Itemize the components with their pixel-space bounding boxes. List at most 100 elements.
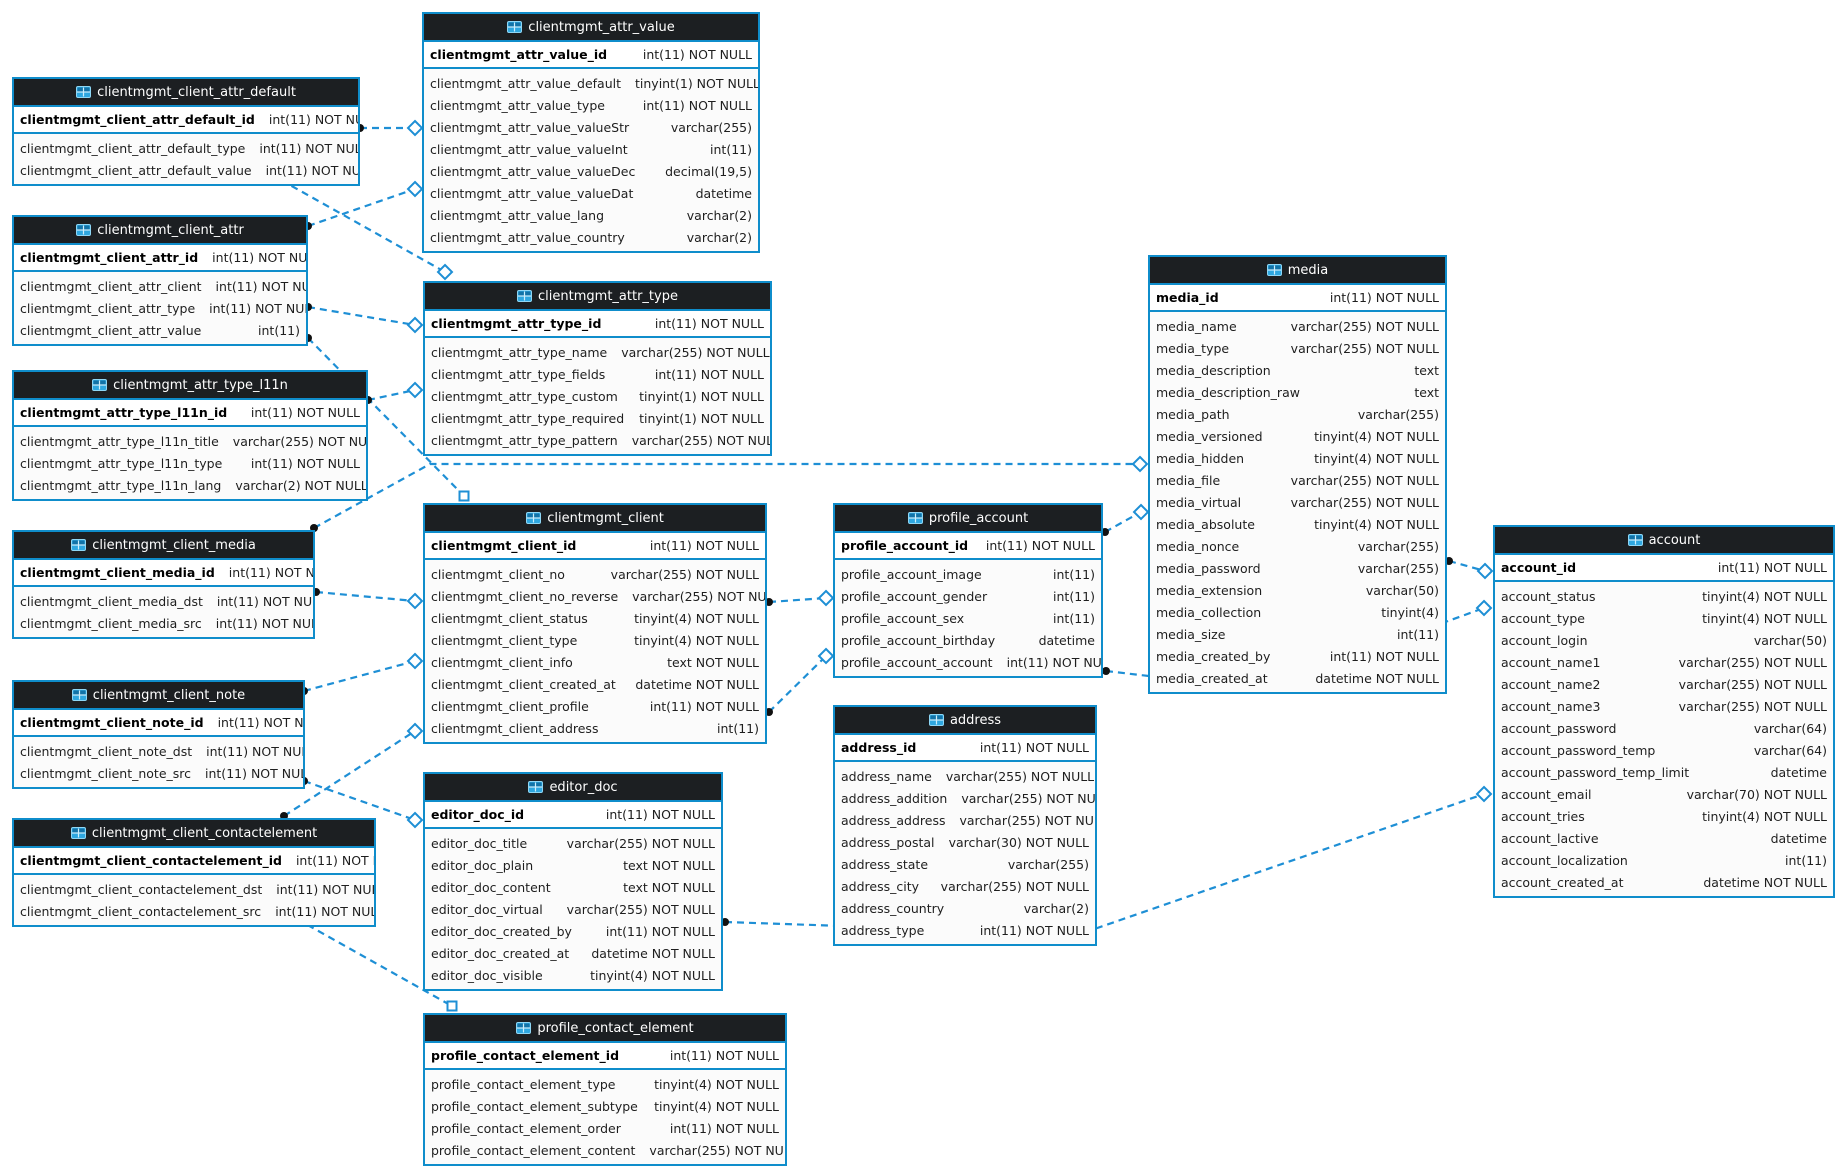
column-row[interactable]: address_type int(11) NOT NULL: [835, 919, 1095, 941]
table-clientmgmt_client[interactable]: clientmgmt_client clientmgmt_client_id i…: [423, 503, 767, 744]
column-row[interactable]: clientmgmt_client_note_dst int(11) NOT N…: [14, 740, 303, 762]
column-row[interactable]: clientmgmt_client_media_dst int(11) NOT …: [14, 590, 313, 612]
table-account[interactable]: account account_id int(11) NOT NULL acco…: [1493, 525, 1835, 898]
relationship-line[interactable]: [303, 659, 416, 693]
relationship-profile_account-to-media[interactable]: [1101, 503, 1150, 536]
column-row[interactable]: address_addition varchar(255) NOT NULL: [835, 787, 1095, 809]
column-row[interactable]: media_created_at datetime NOT NULL: [1150, 667, 1445, 689]
column-row[interactable]: clientmgmt_attr_value_lang varchar(2): [424, 204, 758, 226]
column-row[interactable]: account_localization int(11): [1495, 849, 1833, 871]
column-row[interactable]: editor_doc_created_at datetime NOT NULL: [425, 942, 721, 964]
table-editor_doc[interactable]: editor_doc editor_doc_id int(11) NOT NUL…: [423, 772, 723, 991]
column-row[interactable]: clientmgmt_attr_value_valueDec decimal(1…: [424, 160, 758, 182]
table-profile_account[interactable]: profile_account profile_account_id int(1…: [833, 503, 1103, 678]
column-row[interactable]: clientmgmt_attr_type_required tinyint(1)…: [425, 407, 770, 429]
relationship-line[interactable]: [1448, 559, 1486, 573]
column-row[interactable]: clientmgmt_client_type tinyint(4) NOT NU…: [425, 629, 765, 651]
table-header[interactable]: clientmgmt_attr_type_l11n: [14, 372, 366, 400]
column-row[interactable]: media_password varchar(255): [1150, 557, 1445, 579]
table-clientmgmt_client_attr[interactable]: clientmgmt_client_attr clientmgmt_client…: [12, 215, 308, 346]
table-header[interactable]: clientmgmt_client_note: [14, 682, 303, 710]
table-clientmgmt_attr_value[interactable]: clientmgmt_attr_value clientmgmt_attr_va…: [422, 12, 760, 253]
table-header[interactable]: clientmgmt_attr_type: [425, 283, 770, 311]
primary-key-row[interactable]: editor_doc_id int(11) NOT NULL: [425, 802, 721, 829]
relationship-clientmgmt_client_note-to-editor_doc[interactable]: [300, 777, 424, 829]
column-row[interactable]: clientmgmt_client_media_src int(11) NOT …: [14, 612, 313, 634]
column-row[interactable]: profile_contact_element_type tinyint(4) …: [425, 1073, 785, 1095]
column-row[interactable]: clientmgmt_client_no_reverse varchar(255…: [425, 585, 765, 607]
relationship-line[interactable]: [768, 655, 827, 713]
relationship-clientmgmt_client_note-to-clientmgmt_client[interactable]: [300, 652, 424, 695]
column-row[interactable]: profile_account_sex int(11): [835, 607, 1101, 629]
primary-key-row[interactable]: clientmgmt_client_id int(11) NOT NULL: [425, 533, 765, 560]
column-row[interactable]: clientmgmt_client_contactelement_src int…: [14, 900, 374, 922]
column-row[interactable]: profile_account_birthday datetime: [835, 629, 1101, 651]
column-row[interactable]: clientmgmt_client_attr_type int(11) NOT …: [14, 297, 306, 319]
column-row[interactable]: address_postal varchar(30) NOT NULL: [835, 831, 1095, 853]
column-row[interactable]: profile_account_account int(11) NOT NULL: [835, 651, 1101, 673]
relationship-line[interactable]: [283, 730, 416, 817]
column-row[interactable]: media_extension varchar(50): [1150, 579, 1445, 601]
table-header[interactable]: account: [1495, 527, 1833, 555]
relationship-line[interactable]: [307, 305, 416, 327]
column-row[interactable]: address_state varchar(255): [835, 853, 1095, 875]
column-row[interactable]: clientmgmt_attr_type_l11n_type int(11) N…: [14, 452, 366, 474]
column-row[interactable]: clientmgmt_client_no varchar(255) NOT NU…: [425, 563, 765, 585]
primary-key-row[interactable]: clientmgmt_attr_type_id int(11) NOT NULL: [425, 311, 770, 338]
primary-key-row[interactable]: clientmgmt_client_note_id int(11) NOT NU…: [14, 710, 303, 737]
column-row[interactable]: account_status tinyint(4) NOT NULL: [1495, 585, 1833, 607]
column-row[interactable]: media_path varchar(255): [1150, 403, 1445, 425]
relationship-line[interactable]: [768, 596, 827, 604]
column-row[interactable]: media_created_by int(11) NOT NULL: [1150, 645, 1445, 667]
table-header[interactable]: address: [835, 707, 1095, 735]
column-row[interactable]: clientmgmt_client_attr_value int(11): [14, 319, 306, 341]
column-row[interactable]: account_created_at datetime NOT NULL: [1495, 871, 1833, 893]
primary-key-row[interactable]: media_id int(11) NOT NULL: [1150, 285, 1445, 312]
column-row[interactable]: account_login varchar(50): [1495, 629, 1833, 651]
column-row[interactable]: media_collection tinyint(4): [1150, 601, 1445, 623]
column-row[interactable]: media_description text: [1150, 359, 1445, 381]
column-row[interactable]: profile_contact_element_subtype tinyint(…: [425, 1095, 785, 1117]
relationship-line[interactable]: [367, 388, 416, 402]
column-row[interactable]: account_password_temp varchar(64): [1495, 739, 1833, 761]
column-row[interactable]: address_country varchar(2): [835, 897, 1095, 919]
table-header[interactable]: profile_account: [835, 505, 1101, 533]
column-row[interactable]: account_name1 varchar(255) NOT NULL: [1495, 651, 1833, 673]
column-row[interactable]: clientmgmt_client_attr_default_value int…: [14, 159, 358, 181]
table-profile_contact_element[interactable]: profile_contact_element profile_contact_…: [423, 1013, 787, 1166]
column-row[interactable]: clientmgmt_attr_value_valueDat datetime: [424, 182, 758, 204]
column-row[interactable]: editor_doc_title varchar(255) NOT NULL: [425, 832, 721, 854]
relationship-line[interactable]: [724, 792, 1485, 936]
column-row[interactable]: account_email varchar(70) NOT NULL: [1495, 783, 1833, 805]
column-row[interactable]: clientmgmt_attr_value_country varchar(2): [424, 226, 758, 248]
relationship-line[interactable]: [296, 918, 453, 1007]
column-row[interactable]: clientmgmt_client_info text NOT NULL: [425, 651, 765, 673]
relationship-clientmgmt_client_attr-to-clientmgmt_attr_value[interactable]: [304, 180, 424, 230]
primary-key-row[interactable]: profile_account_id int(11) NOT NULL: [835, 533, 1101, 560]
column-row[interactable]: clientmgmt_client_created_at datetime NO…: [425, 673, 765, 695]
table-media[interactable]: media media_id int(11) NOT NULL media_na…: [1148, 255, 1447, 694]
column-row[interactable]: clientmgmt_attr_type_fields int(11) NOT …: [425, 363, 770, 385]
relationship-line[interactable]: [303, 779, 416, 822]
column-row[interactable]: address_name varchar(255) NOT NULL: [835, 765, 1095, 787]
column-row[interactable]: editor_doc_virtual varchar(255) NOT NULL: [425, 898, 721, 920]
column-row[interactable]: clientmgmt_client_address int(11): [425, 717, 765, 739]
column-row[interactable]: clientmgmt_client_profile int(11) NOT NU…: [425, 695, 765, 717]
table-header[interactable]: profile_contact_element: [425, 1015, 785, 1043]
column-row[interactable]: profile_contact_element_order int(11) NO…: [425, 1117, 785, 1139]
column-row[interactable]: profile_contact_element_content varchar(…: [425, 1139, 785, 1161]
primary-key-row[interactable]: clientmgmt_attr_type_l11n_id int(11) NOT…: [14, 400, 366, 427]
column-row[interactable]: address_address varchar(255) NOT NULL: [835, 809, 1095, 831]
column-row[interactable]: clientmgmt_attr_type_name varchar(255) N…: [425, 341, 770, 363]
relationship-clientmgmt_attr_type_l11n-to-clientmgmt_attr_type[interactable]: [364, 381, 424, 404]
primary-key-row[interactable]: profile_contact_element_id int(11) NOT N…: [425, 1043, 785, 1070]
column-row[interactable]: clientmgmt_attr_type_l11n_title varchar(…: [14, 430, 366, 452]
column-row[interactable]: clientmgmt_attr_value_valueInt int(11): [424, 138, 758, 160]
relationship-clientmgmt_client_media-to-clientmgmt_client[interactable]: [312, 588, 424, 610]
column-row[interactable]: editor_doc_plain text NOT NULL: [425, 854, 721, 876]
primary-key-row[interactable]: account_id int(11) NOT NULL: [1495, 555, 1833, 582]
table-address[interactable]: address address_id int(11) NOT NULL addr…: [833, 705, 1097, 946]
column-row[interactable]: account_name2 varchar(255) NOT NULL: [1495, 673, 1833, 695]
primary-key-row[interactable]: address_id int(11) NOT NULL: [835, 735, 1095, 762]
